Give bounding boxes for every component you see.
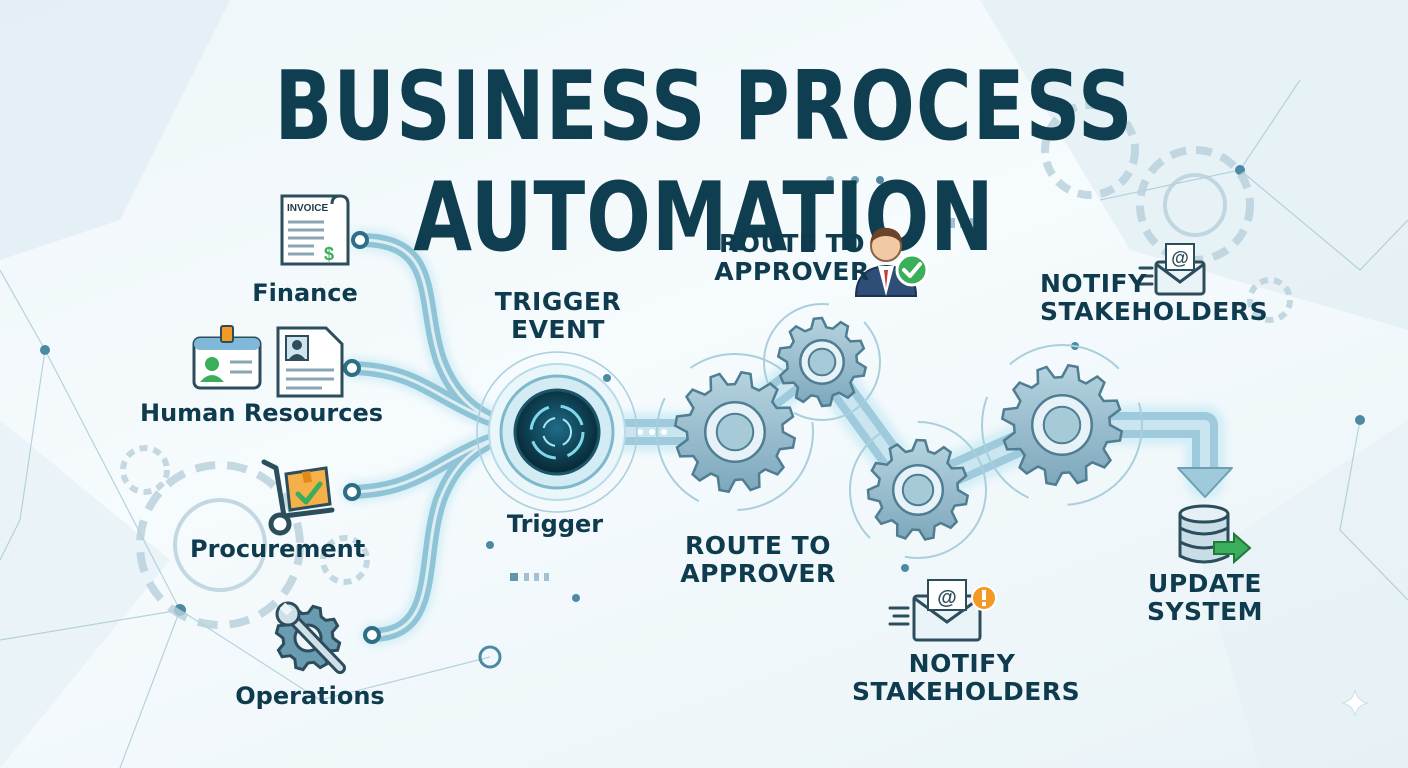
notify-bottom-line1: NOTIFY: [908, 649, 1016, 678]
notify-top-line1: NOTIFY: [1040, 269, 1147, 298]
trigger-event-line1: TRIGGER: [494, 287, 622, 316]
sparkle-icon: [1341, 689, 1369, 717]
dept-label-human-resources: Human Resources: [140, 399, 384, 427]
gear-notify-stakeholders: [849, 421, 987, 559]
update-line1: UPDATE: [1148, 569, 1262, 598]
route-to-approver-label-top: ROUTE TO APPROVER: [712, 230, 872, 285]
trigger-event-line2: EVENT: [511, 314, 605, 344]
route-bottom-line2: APPROVER: [680, 558, 836, 588]
route-top-line1: ROUTE TO: [719, 229, 865, 258]
invoice-icon-text: INVOICE: [287, 203, 328, 214]
trigger-hub: [476, 351, 638, 513]
route-top-line2: APPROVER: [714, 256, 870, 286]
database-arrow-icon: [1178, 504, 1252, 565]
dept-label-finance: Finance: [252, 279, 358, 307]
update-system-label: UPDATE SYSTEM: [1140, 570, 1270, 625]
email-at-icon: @: [1138, 243, 1206, 296]
id-card-icon: [192, 325, 344, 398]
notify-stakeholders-label-bottom: NOTIFY STAKEHOLDERS: [852, 649, 1081, 706]
route-to-approver-label-bottom: ROUTE TO APPROVER: [678, 532, 838, 587]
route-bottom-line1: ROUTE TO: [685, 531, 831, 560]
trigger-caption: Trigger: [506, 510, 604, 538]
process-gears: [656, 303, 1143, 559]
notify-stakeholders-label-top: NOTIFY STAKEHOLDERS: [1040, 269, 1269, 326]
gear-route-approver-small: [763, 303, 881, 421]
wrench-gear-icon: [274, 601, 346, 674]
email-alert-icon: @: [888, 579, 997, 642]
trigger-event-label: TRIGGER EVENT: [478, 288, 638, 343]
dept-label-procurement: Procurement: [190, 535, 366, 563]
hand-truck-icon: [261, 459, 335, 536]
gear-route-approver-main: [656, 353, 814, 511]
svg-text:@: @: [937, 587, 957, 609]
svg-text:@: @: [1171, 248, 1189, 268]
update-line2: SYSTEM: [1146, 596, 1264, 626]
notify-bottom-line2: STAKEHOLDERS: [852, 676, 1081, 706]
invoice-icon: INVOICE $: [280, 194, 350, 266]
dept-label-operations: Operations: [235, 682, 385, 710]
gear-update-system: [981, 344, 1143, 506]
approver-check-icon: [854, 227, 929, 297]
svg-text:$: $: [324, 244, 334, 264]
notify-top-line2: STAKEHOLDERS: [1040, 296, 1269, 326]
